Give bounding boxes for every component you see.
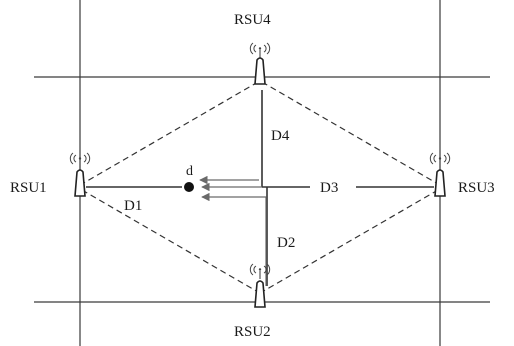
signal-waves-icon xyxy=(429,152,451,165)
signal-waves-icon xyxy=(249,42,271,55)
dashed-link-rsu4-rsu1 xyxy=(81,81,259,185)
arrow-from-d2 xyxy=(201,192,267,286)
rsu3-label: RSU3 xyxy=(458,180,495,196)
distance-label-d1: D1 xyxy=(124,198,142,214)
rsu2-label: RSU2 xyxy=(234,324,271,340)
distance-label-d2: D2 xyxy=(277,235,295,251)
rsu2-antenna xyxy=(249,263,271,308)
distance-label-d4: D4 xyxy=(271,128,290,144)
distance-label-d3: D3 xyxy=(320,180,338,196)
dashed-link-rsu1-rsu2 xyxy=(81,189,259,293)
signal-waves-icon xyxy=(69,152,91,165)
dashed-link-rsu4-rsu3 xyxy=(261,81,439,185)
rsu4-label: RSU4 xyxy=(234,12,271,28)
rsu4-antenna xyxy=(249,42,271,85)
signal-waves-icon xyxy=(249,263,271,276)
vehicle-d-label: d xyxy=(186,164,193,179)
rsu1-antenna xyxy=(69,152,91,197)
rsu3-antenna xyxy=(429,152,451,197)
vehicle-d-dot xyxy=(184,182,194,192)
dashed-link-rsu3-rsu2 xyxy=(261,189,439,293)
rsu1-label: RSU1 xyxy=(10,180,47,196)
